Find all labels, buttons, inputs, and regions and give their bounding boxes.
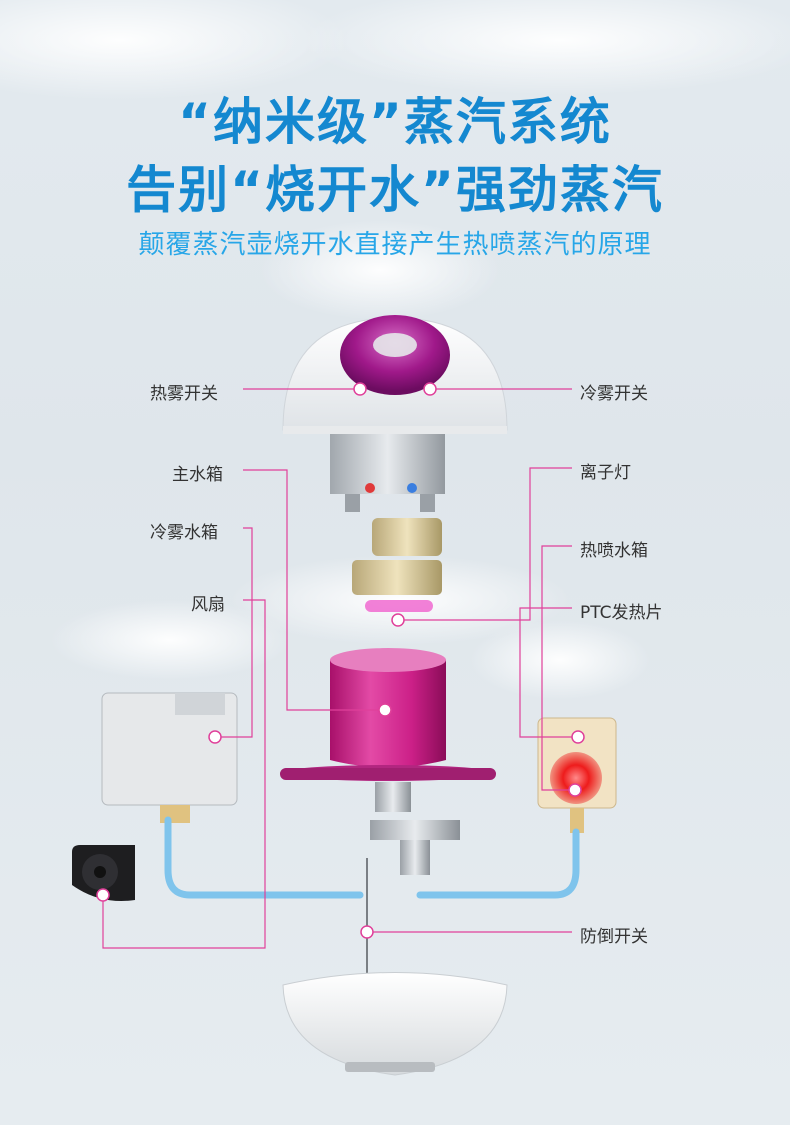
callout-lines <box>102 388 578 949</box>
label-anti-tip-switch: 防倒开关 <box>580 927 648 947</box>
label-main-tank: 主水箱 <box>172 465 223 485</box>
cold-mist-tank <box>101 692 238 823</box>
label-cold-mist-switch: 冷雾开关 <box>580 384 648 404</box>
fan-unit <box>72 845 135 901</box>
hot-spray-tank <box>537 717 617 833</box>
base <box>282 858 508 1076</box>
title-line-1: “纳米级”蒸汽系统 <box>178 93 612 151</box>
dome-mechanism <box>330 434 445 512</box>
label-fan: 风扇 <box>191 595 225 615</box>
atomizer-unit <box>352 518 442 612</box>
tubes <box>164 816 580 899</box>
label-ptc-heater: PTC发热片 <box>580 603 663 623</box>
label-cold-mist-tank: 冷雾水箱 <box>150 523 218 543</box>
valve-assembly <box>370 782 460 875</box>
label-ion-light: 离子灯 <box>580 463 631 483</box>
callout-markers <box>96 382 585 939</box>
label-hot-mist-switch: 热雾开关 <box>150 384 218 404</box>
label-hot-spray-tank: 热喷水箱 <box>580 541 648 561</box>
subtitle: 颠覆蒸汽壶烧开水直接产生热喷蒸汽的原理 <box>138 230 652 260</box>
top-dome <box>282 315 508 434</box>
title-line-2: 告别“烧开水”强劲蒸汽 <box>126 161 664 219</box>
